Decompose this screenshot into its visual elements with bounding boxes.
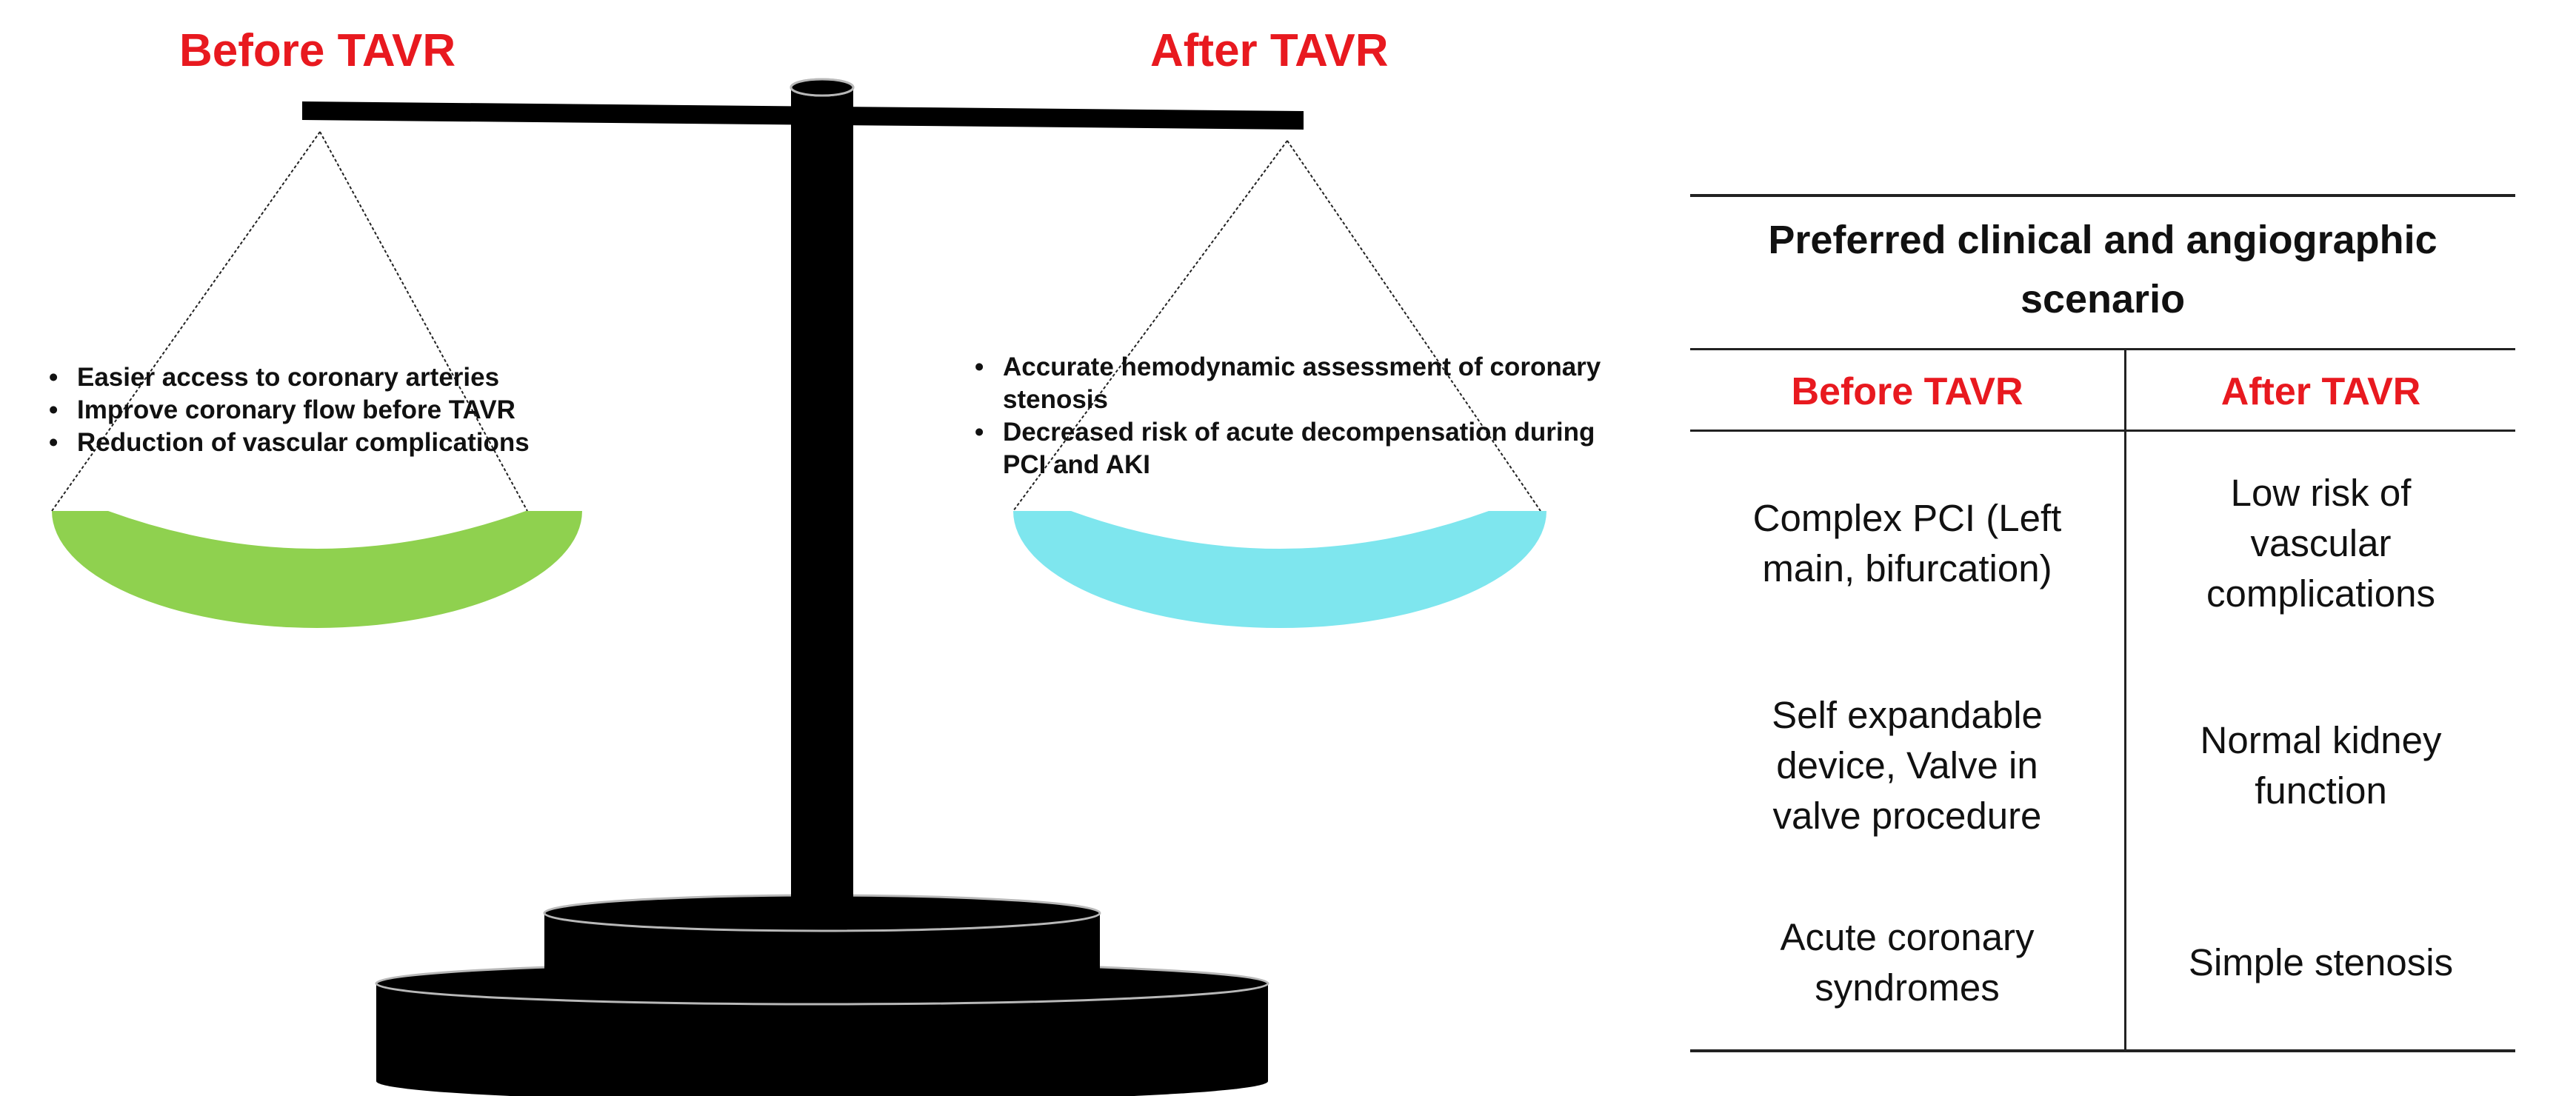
column-header-after-tavr: After TAVR	[2220, 370, 2421, 413]
table-cell: Simple stenosis	[2126, 877, 2515, 1049]
table-cell: Normal kidney function	[2126, 655, 2515, 877]
balance-scale-illustration	[51, 78, 1546, 1096]
right-scale-pan	[1013, 511, 1546, 628]
table-heading: Preferred clinical and angiographic scen…	[1768, 218, 2437, 321]
table-cell: Acute coronary syndromes	[1690, 877, 2124, 1049]
list-item: Improve coronary flow before TAVR	[43, 394, 606, 427]
table-cell: Self expandable device, Valve in valve p…	[1690, 655, 2124, 877]
cell-text: Low risk of vascular complications	[2206, 472, 2435, 615]
table-cell: Complex PCI (Left main, bifurcation)	[1690, 432, 2124, 655]
cell-text: Self expandable device, Valve in valve p…	[1772, 694, 2043, 837]
left-scale-pan	[52, 511, 582, 628]
column-header-rule	[1690, 430, 2515, 432]
table-cell: Low risk of vascular complications	[2126, 432, 2515, 655]
cell-text: Simple stenosis	[2188, 941, 2454, 983]
scale-pillar	[790, 78, 855, 923]
table-top-rule	[1690, 194, 2515, 197]
list-item: Reduction of vascular complications	[43, 427, 606, 459]
cell-text: Normal kidney function	[2200, 719, 2442, 812]
scale-beam	[302, 101, 1304, 130]
before-tavr-benefits-list: Easier access to coronary arteries Impro…	[43, 361, 606, 459]
after-tavr-title: After TAVR	[1150, 25, 1389, 76]
cell-text: Complex PCI (Left main, bifurcation)	[1752, 497, 2062, 589]
cell-text: Acute coronary syndromes	[1780, 916, 2035, 1009]
list-item: Easier access to coronary arteries	[43, 361, 606, 394]
after-tavr-benefits-list: Accurate hemodynamic assessment of coron…	[969, 351, 1613, 481]
before-tavr-title: Before TAVR	[179, 25, 456, 76]
table-bottom-rule	[1690, 1049, 2515, 1052]
column-header-before-tavr: Before TAVR	[1791, 370, 2023, 413]
preferred-scenario-table: Preferred clinical and angiographic scen…	[1690, 194, 2515, 1052]
list-item: Accurate hemodynamic assessment of coron…	[969, 351, 1613, 416]
table-heading-rule	[1690, 348, 2515, 350]
list-item: Decreased risk of acute decompensation d…	[969, 416, 1613, 481]
column-divider	[2124, 350, 2126, 1051]
